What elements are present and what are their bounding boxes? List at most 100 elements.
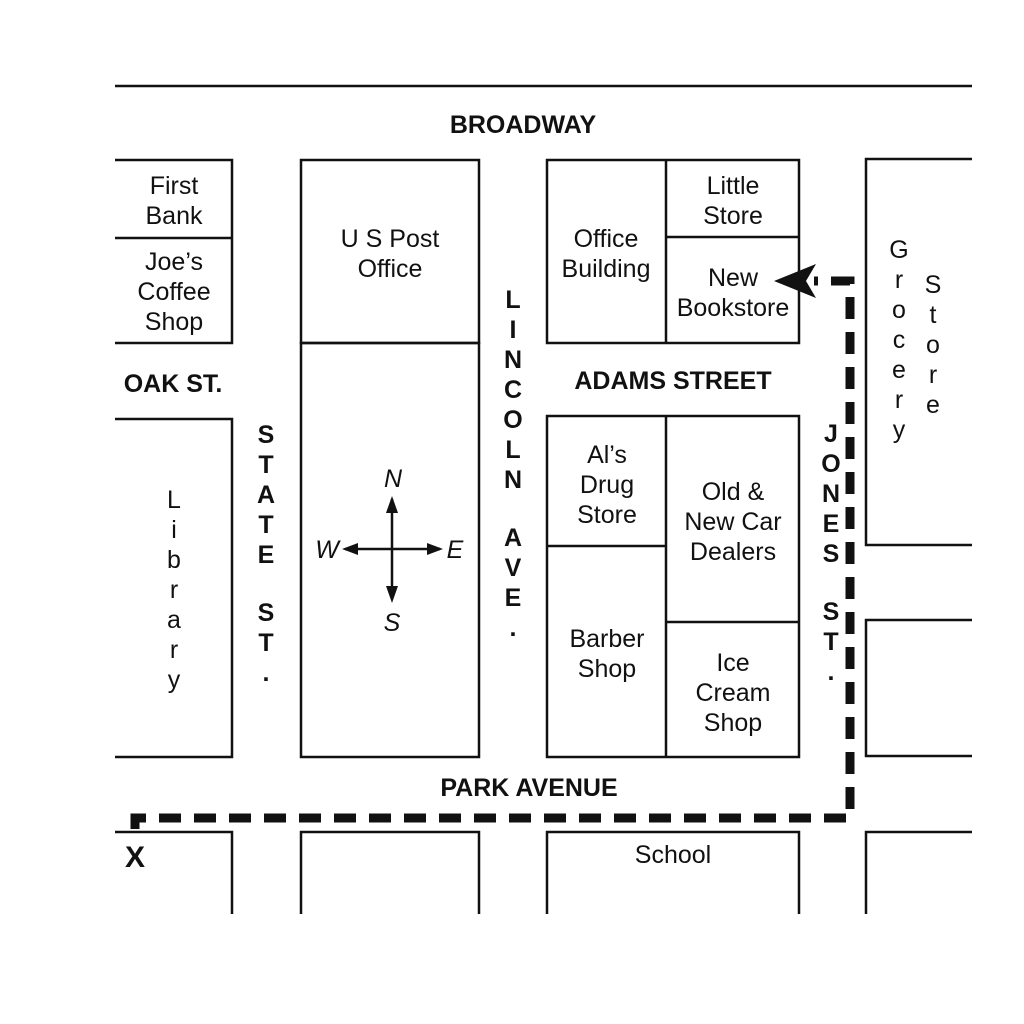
street-broadway: BROADWAY bbox=[450, 111, 597, 139]
building-label-line: Ice bbox=[716, 649, 749, 677]
street-adams: ADAMS STREET bbox=[574, 367, 771, 395]
building-label-letter: t bbox=[930, 301, 937, 329]
building-label-line: Building bbox=[562, 255, 651, 283]
building-label-line: Cream bbox=[695, 679, 770, 707]
compass-south-label: S bbox=[384, 609, 401, 637]
building-label-line: Dealers bbox=[690, 538, 776, 566]
building-label-letter: y bbox=[893, 416, 906, 444]
block-office bbox=[545, 158, 801, 345]
compass-east-label: E bbox=[447, 536, 464, 564]
block-bank-coffee bbox=[115, 158, 234, 345]
building-label-letter: r bbox=[895, 266, 903, 294]
block-east-middle bbox=[864, 618, 972, 758]
building-label-line: Shop bbox=[578, 655, 636, 683]
block-school bbox=[545, 830, 801, 914]
building-label-line: Old & bbox=[702, 478, 765, 506]
street-letter: C bbox=[504, 376, 522, 404]
street-letter: A bbox=[257, 481, 275, 509]
building-label-line: U S Post bbox=[341, 225, 440, 253]
street-letter: S bbox=[823, 598, 840, 626]
route-arrowhead bbox=[774, 264, 816, 298]
building-label-line: Office bbox=[574, 225, 639, 253]
block-bottom-2 bbox=[299, 830, 481, 914]
street-letter: . bbox=[828, 658, 835, 686]
street-letter: E bbox=[258, 541, 275, 569]
building-label-letter: a bbox=[167, 606, 181, 634]
building-label-line: Coffee bbox=[137, 278, 210, 306]
building-label-line: Store bbox=[577, 501, 637, 529]
compass-north-label: N bbox=[384, 465, 403, 493]
building-label-letter: b bbox=[167, 546, 181, 574]
route-dashed-path bbox=[130, 276, 855, 829]
street-oak: OAK ST. bbox=[124, 370, 223, 398]
street-letter: S bbox=[258, 421, 275, 449]
building-label-line: Bank bbox=[146, 202, 203, 230]
building-label-letter: r bbox=[929, 361, 937, 389]
building-label-line: New Car bbox=[684, 508, 781, 536]
street-letter: O bbox=[503, 406, 522, 434]
street-letter: T bbox=[258, 511, 273, 539]
compass-rose bbox=[342, 496, 443, 603]
block-grocery bbox=[864, 157, 972, 547]
building-label-letter: e bbox=[892, 356, 906, 384]
street-letter: N bbox=[822, 480, 840, 508]
street-park: PARK AVENUE bbox=[440, 774, 617, 802]
street-letter: E bbox=[505, 584, 522, 612]
building-label-line: Store bbox=[703, 202, 763, 230]
building-label-line: Shop bbox=[704, 709, 762, 737]
street-letter: . bbox=[510, 614, 517, 642]
street-letter: T bbox=[823, 628, 838, 656]
building-label-letter: L bbox=[167, 486, 181, 514]
compass-west-label: W bbox=[315, 536, 341, 564]
route-start-marker: X bbox=[125, 841, 145, 874]
street-letter: J bbox=[824, 420, 838, 448]
block-south-shops bbox=[545, 414, 801, 759]
street-letter: A bbox=[504, 524, 522, 552]
street-letter: L bbox=[505, 436, 520, 464]
building-label-line: Bookstore bbox=[677, 294, 790, 322]
building-label-letter: S bbox=[925, 271, 942, 299]
building-label-line: Joe’s bbox=[145, 248, 203, 276]
building-label-line: Little bbox=[707, 172, 760, 200]
building-label-line: Al’s bbox=[587, 441, 627, 469]
building-label-letter: o bbox=[892, 296, 906, 324]
building-label-line: First bbox=[150, 172, 199, 200]
building-label-letter: r bbox=[895, 386, 903, 414]
building-label-letter: c bbox=[893, 326, 906, 354]
building-label-line: Barber bbox=[569, 625, 644, 653]
block-library bbox=[115, 417, 234, 759]
block-bottom-4 bbox=[864, 830, 972, 914]
street-letter: I bbox=[510, 316, 517, 344]
street-letter: S bbox=[258, 599, 275, 627]
building-label-letter: i bbox=[171, 516, 177, 544]
street-letter: N bbox=[504, 466, 522, 494]
street-letter: V bbox=[505, 554, 522, 582]
block-compass bbox=[299, 341, 481, 759]
building-label-line: New bbox=[708, 264, 759, 292]
building-label-letter: r bbox=[170, 636, 178, 664]
street-letter: S bbox=[823, 540, 840, 568]
street-letter: T bbox=[258, 629, 273, 657]
building-label-letter: G bbox=[889, 236, 908, 264]
street-letter: T bbox=[258, 451, 273, 479]
building-school: School bbox=[635, 841, 711, 869]
building-label-line: Drug bbox=[580, 471, 634, 499]
building-label-letter: e bbox=[926, 391, 940, 419]
building-label-letter: y bbox=[168, 666, 181, 694]
street-letter: E bbox=[823, 510, 840, 538]
building-label-letter: r bbox=[170, 576, 178, 604]
